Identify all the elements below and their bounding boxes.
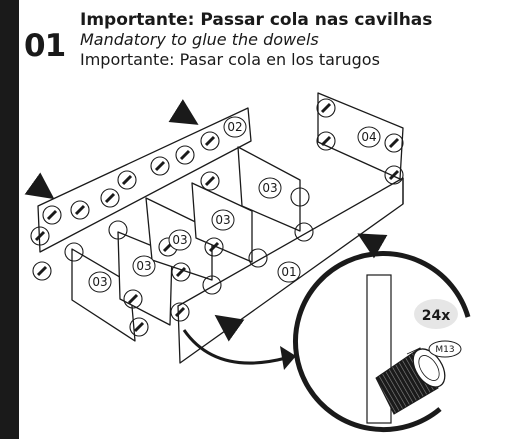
arrow-icon [357,233,388,259]
part-label-03: 03 [92,275,107,289]
hole-marker [108,220,128,240]
instruction-es: Importante: Pasar cola en los tarugos [80,50,380,69]
dowel-icon [204,237,224,257]
dowel-icon [171,262,191,282]
dowel-icon [200,171,220,191]
dowel-icon [175,145,195,165]
dowel-icon [30,226,50,246]
hole-marker [248,248,268,268]
part-label-03: 03 [262,181,277,195]
hole-marker [64,242,84,262]
direction-arrows [24,99,388,342]
part-label-02: 02 [227,120,242,134]
arrow-icon [24,172,55,200]
step-number: 01 [24,28,66,64]
dowel-icon [129,317,149,337]
instruction-en: Mandatory to glue the dowels [80,30,319,49]
side-panel-03-left [71,248,136,342]
part-label-04: 04 [361,130,376,144]
instruction-pt: Importante: Passar cola nas cavilhas [80,10,433,30]
part-label-03: 03 [136,259,151,273]
dowel-icon [384,133,404,153]
dowel-icon [32,261,52,281]
dowel-markers [30,98,404,337]
hardware-code-label: M13 [435,345,454,355]
arrow-icon [214,314,245,342]
dowel-icon [117,170,137,190]
hole-marker [202,275,222,295]
dowel-icon [316,98,336,118]
left-margin-bar [0,0,19,439]
dowel-icon [170,302,190,322]
part-label-03: 03 [215,213,230,227]
hole-marker [294,222,314,242]
dowel-icon [42,205,62,225]
dowel-icon [316,131,336,151]
part-label-03: 03 [172,233,187,247]
dowel-icon [123,289,143,309]
dowel-icon [100,188,120,208]
dowel-icon [200,131,220,151]
callout-arrow [182,329,287,365]
instruction-block: Importante: Passar cola nas cavilhas Man… [80,10,432,70]
dowel-icon [150,156,170,176]
part-label-01: 01 [281,265,296,279]
arrow-icon [168,99,199,125]
quantity-label: 24x [422,308,451,324]
detail-view: 24x M13 [293,251,471,433]
dowel-icon [384,165,404,185]
callout-arrowhead [280,346,296,370]
hole-marker [290,187,310,207]
dowel-icon [70,200,90,220]
